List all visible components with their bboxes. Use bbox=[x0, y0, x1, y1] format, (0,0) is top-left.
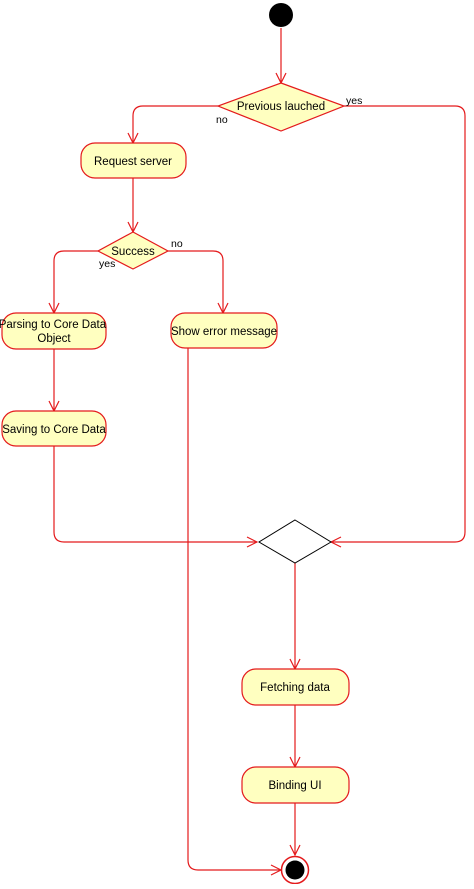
merge-node bbox=[258, 519, 332, 564]
guard-previous-yes: yes bbox=[346, 95, 362, 107]
action-saving-to-core-data: Saving to Core Data bbox=[1, 410, 107, 447]
guard-success-yes: yes bbox=[99, 258, 115, 270]
action-parsing-label-line2: Object bbox=[37, 333, 71, 345]
action-fetching-data: Fetching data bbox=[241, 668, 350, 706]
guard-previous-no: no bbox=[216, 114, 228, 126]
initial-node bbox=[269, 3, 293, 27]
action-request-server-label: Request server bbox=[94, 156, 172, 168]
edge-previous-yes-to-merge bbox=[331, 105, 466, 542]
action-show-error-message: Show error message bbox=[170, 312, 278, 349]
action-fetching-label: Fetching data bbox=[260, 682, 330, 694]
action-binding-ui: Binding UI bbox=[241, 766, 350, 804]
svg-text:Parsing to Core Data Obj: Parsing to Core Data Object bbox=[0, 319, 109, 345]
edge-success-no-to-show-error bbox=[168, 250, 223, 313]
edge-previous-no-to-request-server bbox=[133, 105, 218, 143]
edge-saving-to-merge bbox=[53, 446, 257, 542]
action-parsing-label-line1: Parsing to Core Data bbox=[0, 319, 107, 331]
action-show-error-label: Show error message bbox=[171, 326, 277, 338]
guard-success-no: no bbox=[171, 238, 183, 250]
decision-success: Success bbox=[96, 231, 170, 270]
decision-previous-launched-label: Previous lauched bbox=[237, 101, 325, 113]
edges bbox=[53, 28, 466, 870]
action-parsing-to-core-data: Parsing to Core Data Object bbox=[0, 312, 109, 350]
edge-success-yes-to-parsing bbox=[54, 250, 98, 313]
decision-previous-launched: Previous lauched bbox=[216, 82, 346, 132]
action-request-server: Request server bbox=[80, 142, 187, 179]
action-binding-label: Binding UI bbox=[268, 780, 321, 792]
final-node bbox=[280, 855, 310, 885]
edge-show-error-to-final bbox=[187, 348, 281, 870]
action-saving-label: Saving to Core Data bbox=[2, 424, 106, 436]
decision-success-label: Success bbox=[111, 246, 155, 258]
